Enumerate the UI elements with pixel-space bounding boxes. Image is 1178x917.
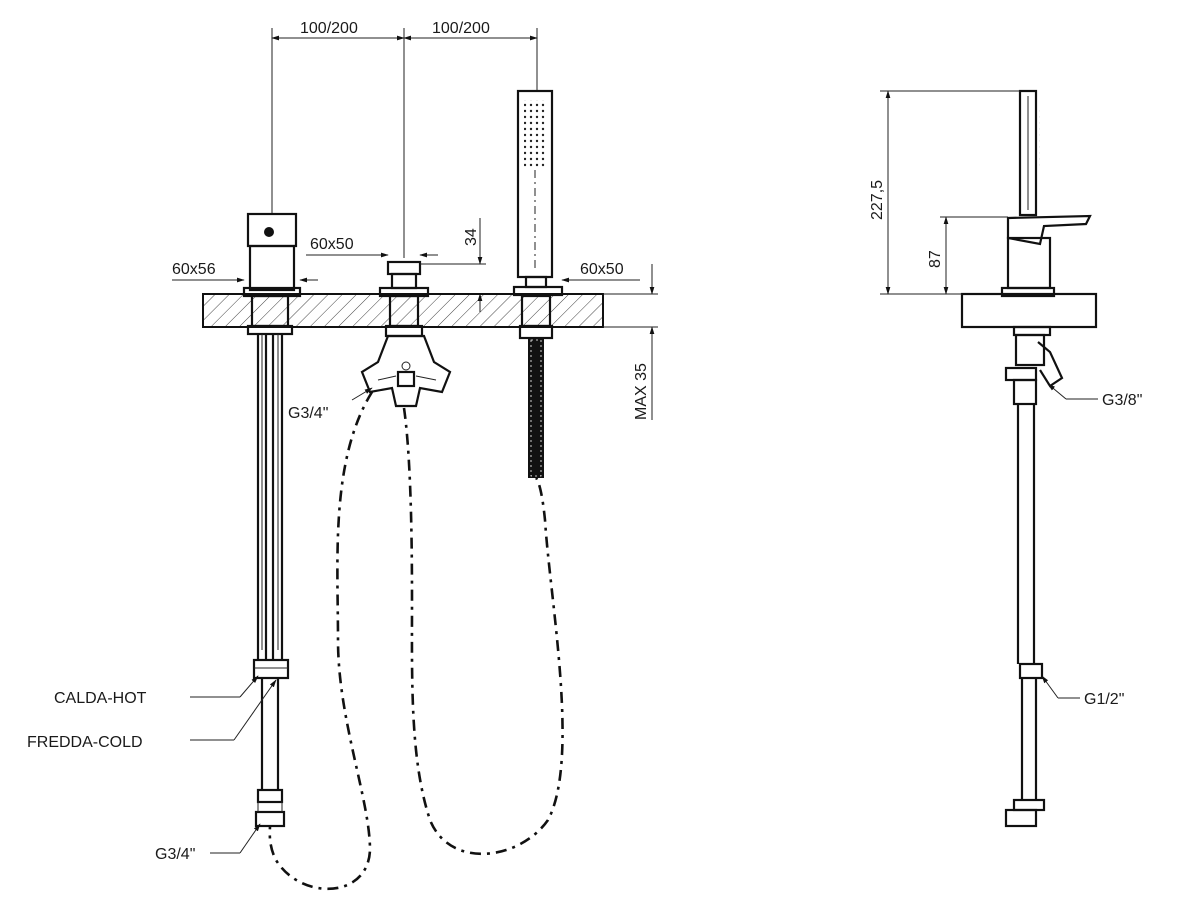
spout-dimensions: 60x50 34 G3/4"	[288, 218, 486, 422]
hand-shower	[512, 89, 564, 478]
shower-hose-loop	[268, 391, 374, 891]
side-height-dimensions: 227,5 87	[869, 90, 1020, 295]
side-labels: G3/8" G1/2"	[1041, 383, 1142, 708]
dim-total-height: 227,5	[869, 180, 886, 220]
mixer-body	[242, 212, 302, 828]
dim-deck-thickness: MAX 35	[633, 363, 650, 420]
dim-spacing-left: 100/200	[300, 20, 358, 37]
shower-hose	[402, 407, 564, 856]
spacing-dimensions: 100/200 100/200	[271, 20, 538, 258]
label-inlet-front: G3/4"	[155, 846, 195, 863]
dim-mixer-base: 60x56	[172, 261, 216, 278]
label-side-outlet: G3/8"	[1102, 392, 1142, 409]
dim-body-height: 87	[927, 250, 944, 268]
dim-spout-base: 60x50	[310, 236, 354, 253]
mixer-base-dimension: 60x56	[172, 261, 318, 283]
deck-section	[202, 293, 604, 328]
connection-labels: CALDA-HOT FREDDA-COLD G3/4"	[27, 675, 277, 863]
dim-shower-base: 60x50	[580, 261, 624, 278]
label-inlet-side: G1/2"	[1084, 691, 1124, 708]
side-deck	[960, 292, 1098, 329]
label-cold: FREDDA-COLD	[27, 734, 143, 751]
deck-thickness-dimension: MAX 35	[603, 264, 658, 420]
label-spout-outlet: G3/4"	[288, 405, 328, 422]
front-view: 100/200 100/200	[27, 20, 658, 891]
shower-nozzle-grid	[524, 100, 546, 168]
shower-base-dimension: 60x50	[561, 261, 640, 283]
side-view: 227,5 87 G3/8" G1/2"	[869, 89, 1142, 828]
dim-spout-height: 34	[463, 228, 480, 246]
dim-spacing-right: 100/200	[432, 20, 490, 37]
spout-body	[360, 260, 452, 408]
label-hot: CALDA-HOT	[54, 690, 147, 707]
